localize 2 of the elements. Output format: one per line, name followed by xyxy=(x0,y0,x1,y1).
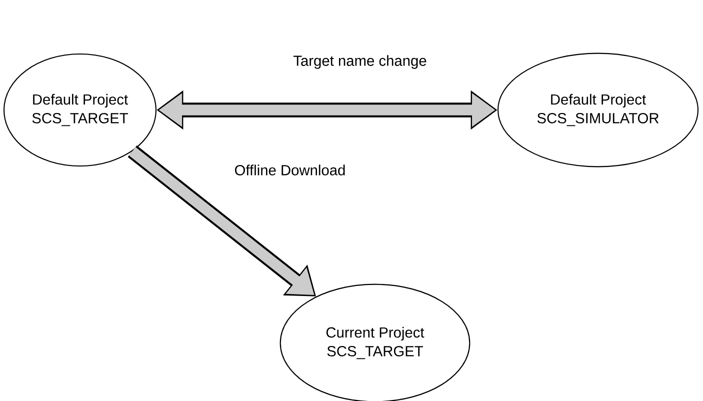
edge-label: Offline Download xyxy=(232,163,348,177)
edge-label: Target name change xyxy=(292,54,428,70)
